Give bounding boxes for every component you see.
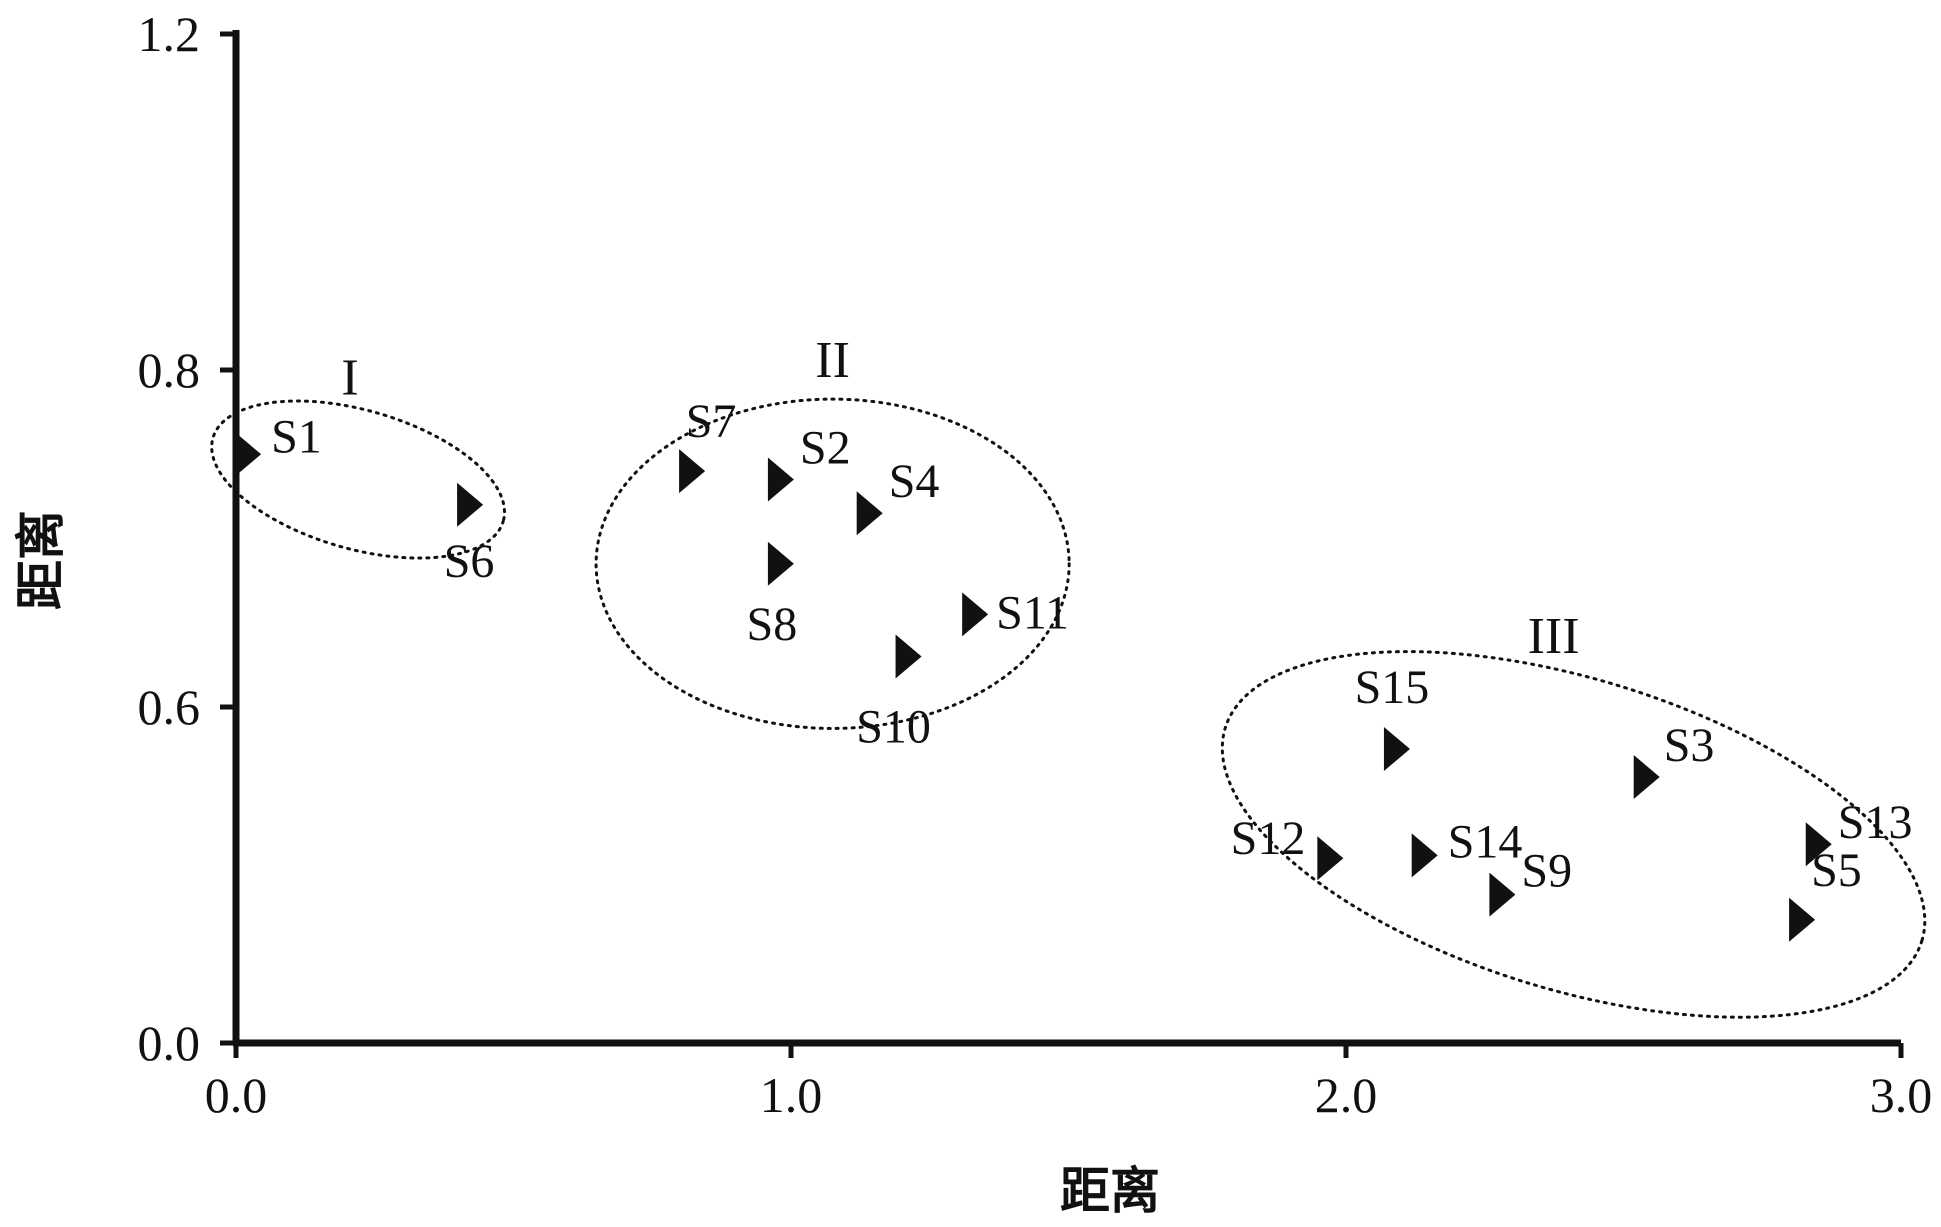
data-point-s12 (1317, 836, 1344, 881)
point-label-s15: S15 (1355, 661, 1430, 714)
y-tick-label: 0.8 (138, 342, 201, 398)
data-point-s5 (1789, 897, 1816, 942)
data-point-s2 (767, 457, 794, 502)
data-point-s6 (457, 482, 484, 527)
data-point-s10 (895, 634, 922, 679)
y-tick-label: 1.2 (138, 6, 201, 62)
point-label-s1: S1 (271, 410, 322, 463)
cluster-ellipse-iii (1220, 650, 1927, 1019)
x-tick-label: 2.0 (1315, 1067, 1378, 1123)
point-label-s5: S5 (1811, 844, 1862, 897)
y-axis-title: 距离 (12, 510, 70, 610)
cluster-label-iii: III (1528, 608, 1580, 665)
data-point-s1 (235, 432, 262, 477)
point-label-s11: S11 (996, 586, 1069, 639)
cluster-ellipse-i (210, 399, 507, 560)
data-point-s13 (1805, 822, 1832, 867)
axes (232, 30, 1901, 1047)
data-point-s11 (962, 592, 989, 637)
point-label-s8: S8 (747, 598, 798, 651)
data-points (235, 432, 1832, 942)
point-label-s13: S13 (1838, 796, 1913, 849)
data-point-s7 (679, 449, 706, 494)
data-point-s14 (1411, 833, 1438, 878)
data-point-s8 (767, 541, 794, 586)
tick-labels: 0.0 1.0 2.0 3.0 0.0 0.6 0.8 1.2 (138, 6, 1933, 1123)
x-tick-label: 1.0 (760, 1067, 823, 1123)
point-label-s2: S2 (800, 422, 851, 475)
data-point-s3 (1633, 755, 1660, 799)
data-point-s4 (856, 491, 883, 536)
x-axis-title: 距离 (1060, 1162, 1160, 1220)
cluster-label-ii: II (815, 332, 850, 389)
x-tick-label: 0.0 (205, 1067, 268, 1123)
x-tick-label: 3.0 (1870, 1067, 1933, 1123)
data-point-s15 (1383, 727, 1410, 771)
point-label-s7: S7 (686, 395, 737, 448)
point-label-s14: S14 (1448, 815, 1523, 868)
point-label-s10: S10 (856, 700, 931, 753)
point-label-s9: S9 (1521, 845, 1572, 898)
cluster-label-i: I (341, 349, 358, 406)
y-tick-label: 0.6 (138, 679, 201, 735)
data-point-s9 (1489, 872, 1516, 917)
point-label-s12: S12 (1231, 812, 1306, 865)
point-label-s3: S3 (1664, 719, 1715, 772)
cluster-ellipse-ii (594, 397, 1071, 730)
point-label-s4: S4 (889, 455, 940, 508)
y-tick-label: 0.0 (138, 1015, 201, 1071)
point-label-s6: S6 (444, 535, 495, 588)
